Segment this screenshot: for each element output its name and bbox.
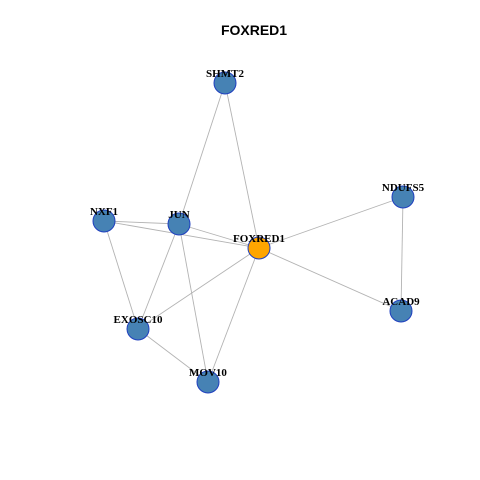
- node-ndufs5[interactable]: [391, 185, 415, 209]
- edge-nxf1-exosc10: [103, 220, 139, 330]
- node-label-foxred1: FOXRED1: [233, 233, 285, 245]
- node-layer: [92, 71, 415, 394]
- edge-shmt2-foxred1: [224, 82, 260, 249]
- edge-jun-exosc10: [137, 223, 180, 330]
- node-label-exosc10: EXOSC10: [114, 314, 163, 326]
- edge-shmt2-jun: [178, 82, 226, 225]
- node-exosc10[interactable]: [126, 317, 150, 341]
- node-jun[interactable]: [167, 212, 191, 236]
- edge-foxred1-mov10: [207, 247, 260, 383]
- node-acad9[interactable]: [389, 299, 413, 323]
- node-nxf1[interactable]: [92, 209, 116, 233]
- node-label-jun: JUN: [168, 209, 189, 221]
- edge-exosc10-mov10: [137, 328, 209, 383]
- node-shmt2[interactable]: [213, 71, 237, 95]
- edge-nxf1-jun: [103, 220, 180, 225]
- node-mov10[interactable]: [196, 370, 220, 394]
- node-label-shmt2: SHMT2: [206, 68, 244, 80]
- edge-ndufs5-foxred1: [258, 196, 404, 249]
- graph-title: FOXRED1: [221, 22, 287, 38]
- node-label-acad9: ACAD9: [382, 296, 420, 308]
- node-label-nxf1: NXF1: [90, 206, 118, 218]
- node-label-mov10: MOV10: [189, 367, 227, 379]
- edge-ndufs5-acad9: [400, 196, 404, 312]
- node-foxred1[interactable]: [247, 236, 271, 260]
- node-label-ndufs5: NDUFS5: [382, 182, 425, 194]
- edge-jun-mov10: [178, 223, 209, 383]
- edge-jun-foxred1: [178, 223, 260, 249]
- edge-foxred1-acad9: [258, 247, 402, 312]
- edge-foxred1-exosc10: [137, 247, 260, 330]
